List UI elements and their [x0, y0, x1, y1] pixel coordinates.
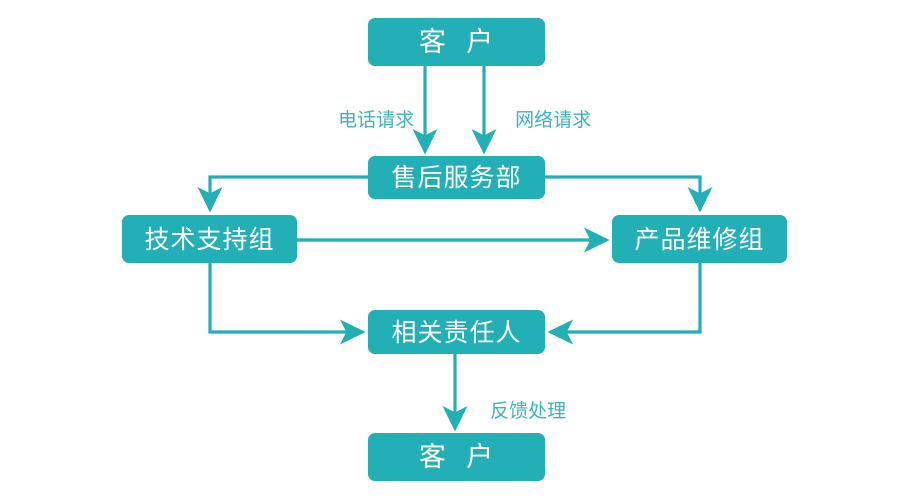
edge-label-phone-request-text: 电话请求 — [338, 109, 415, 131]
node-service-dept-label: 售后服务部 — [391, 163, 522, 192]
edge-label-feedback-process: 反馈处理 — [466, 383, 566, 440]
connector-tech-support-to-responsible — [208, 263, 366, 345]
node-responsible-person-label: 相关责任人 — [391, 317, 522, 347]
node-customer-bottom-label: 客 户 — [418, 441, 495, 473]
node-product-repair[interactable]: 产品维修组 — [612, 215, 787, 263]
node-customer-bottom[interactable]: 客 户 — [368, 433, 545, 481]
connector-product-repair-to-responsible — [547, 263, 702, 345]
node-customer-top[interactable]: 客 户 — [368, 18, 545, 66]
edge-label-phone-request: 电话请求 — [314, 92, 414, 149]
node-product-repair-label: 产品维修组 — [634, 224, 765, 254]
node-service-dept[interactable]: 售后服务部 — [368, 156, 545, 199]
edge-label-network-request: 网络请求 — [491, 92, 591, 149]
connector-service-to-tech-support — [197, 175, 368, 213]
node-customer-top-label: 客 户 — [418, 26, 495, 58]
node-responsible-person[interactable]: 相关责任人 — [368, 310, 545, 354]
edge-label-feedback-process-text: 反馈处理 — [490, 400, 567, 422]
node-tech-support-label: 技术支持组 — [144, 224, 275, 254]
node-tech-support[interactable]: 技术支持组 — [122, 215, 297, 263]
connector-service-to-product-repair — [545, 175, 713, 213]
edge-label-network-request-text: 网络请求 — [515, 109, 592, 131]
